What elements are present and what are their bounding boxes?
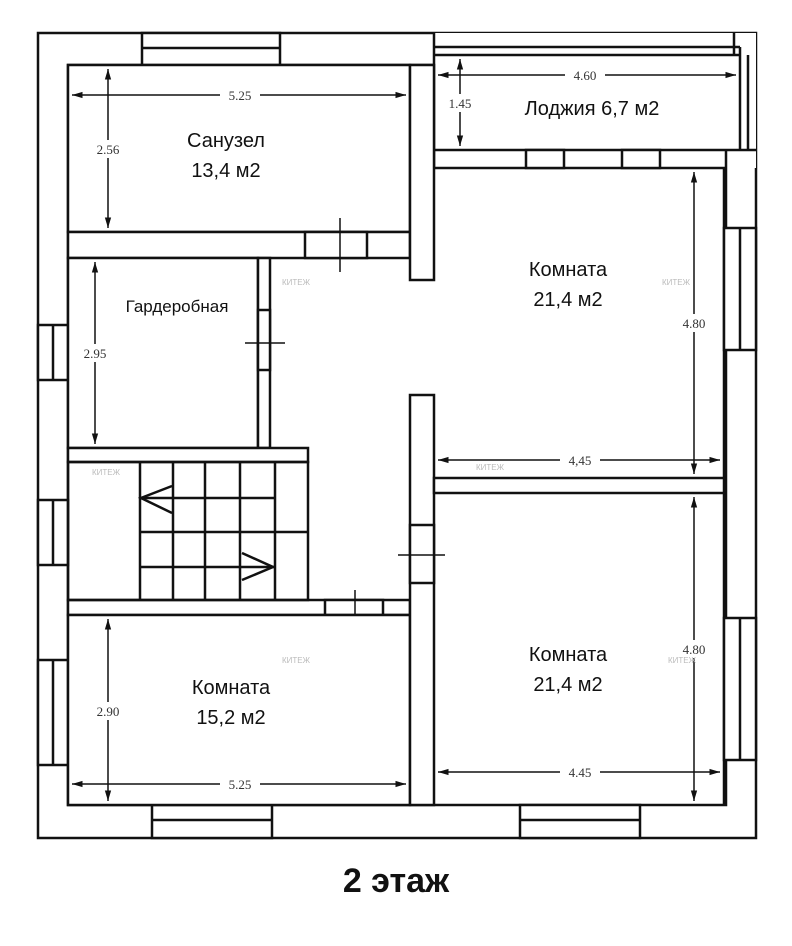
wall	[432, 476, 726, 495]
room-name-bathroom: Санузел	[187, 130, 265, 152]
label-bg	[676, 640, 712, 658]
dim-wardrobe-depth: 2.95	[84, 346, 107, 361]
watermark: КИТЕЖ	[476, 463, 505, 472]
dim-bathroom-width: 5.25	[229, 88, 252, 103]
door-opening	[323, 598, 385, 617]
door-opening	[256, 308, 272, 372]
watermark: КИТЕЖ	[668, 656, 697, 665]
stair-arrow-right-icon	[241, 551, 277, 582]
label-bg	[77, 344, 113, 362]
watermark: КИТЕЖ	[282, 656, 311, 665]
wall	[408, 393, 436, 807]
room-name-bottom-right: Комната	[529, 644, 608, 666]
floor-title: 2 этаж	[342, 862, 450, 900]
door-opening	[303, 230, 369, 260]
window	[518, 803, 642, 840]
dim-bathroom-depth: 2.56	[97, 142, 120, 157]
room-area-bottom-right: 21,4 м2	[533, 674, 602, 696]
loggia-door-panel	[524, 148, 566, 170]
label-bg	[560, 764, 600, 780]
watermark: КИТЕЖ	[662, 278, 691, 287]
windows	[36, 31, 758, 840]
label-bg	[676, 314, 712, 332]
dim-room-br-width: 4.45	[569, 765, 592, 780]
room-name-bottom-left: Комната	[192, 677, 271, 699]
wall	[408, 63, 436, 282]
room-name-wardrobe: Гардеробная	[126, 297, 229, 316]
dimension-labels: 5.25 2.56 2.95 4.60 1.45 4.80 4,45 4.80 …	[77, 67, 712, 792]
label-bg	[560, 452, 600, 468]
label-bg	[220, 776, 260, 792]
label-bg	[565, 67, 605, 83]
staircase	[66, 460, 310, 602]
dim-room-bl-width: 5.25	[229, 777, 252, 792]
label-bg	[220, 87, 260, 103]
stair-arrow-left-icon	[137, 484, 173, 515]
label-bg	[90, 140, 126, 158]
label-bg	[90, 702, 126, 720]
dim-loggia-depth: 1.45	[449, 96, 472, 111]
stair-steps	[138, 462, 308, 600]
room-area-top-right: 21,4 м2	[533, 289, 602, 311]
loggia-door-panel	[620, 148, 662, 170]
dim-loggia-width: 4.60	[574, 68, 597, 83]
dim-room-tr-width: 4,45	[569, 453, 592, 468]
dim-room-tr-depth: 4.80	[683, 316, 706, 331]
door-opening	[408, 523, 436, 585]
dim-room-br-depth: 4.80	[683, 642, 706, 657]
label-bg	[444, 94, 476, 112]
window	[150, 803, 274, 840]
room-name-loggia: Лоджия 6,7 м2	[525, 98, 660, 120]
room-area-bathroom: 13,4 м2	[191, 160, 260, 182]
room-area-bottom-left: 15,2 м2	[196, 707, 265, 729]
watermark: КИТЕЖ	[92, 468, 121, 477]
dim-room-bl-depth: 2.90	[97, 704, 120, 719]
watermark: КИТЕЖ	[282, 278, 311, 287]
room-name-top-right: Комната	[529, 259, 608, 281]
wall	[66, 446, 310, 464]
